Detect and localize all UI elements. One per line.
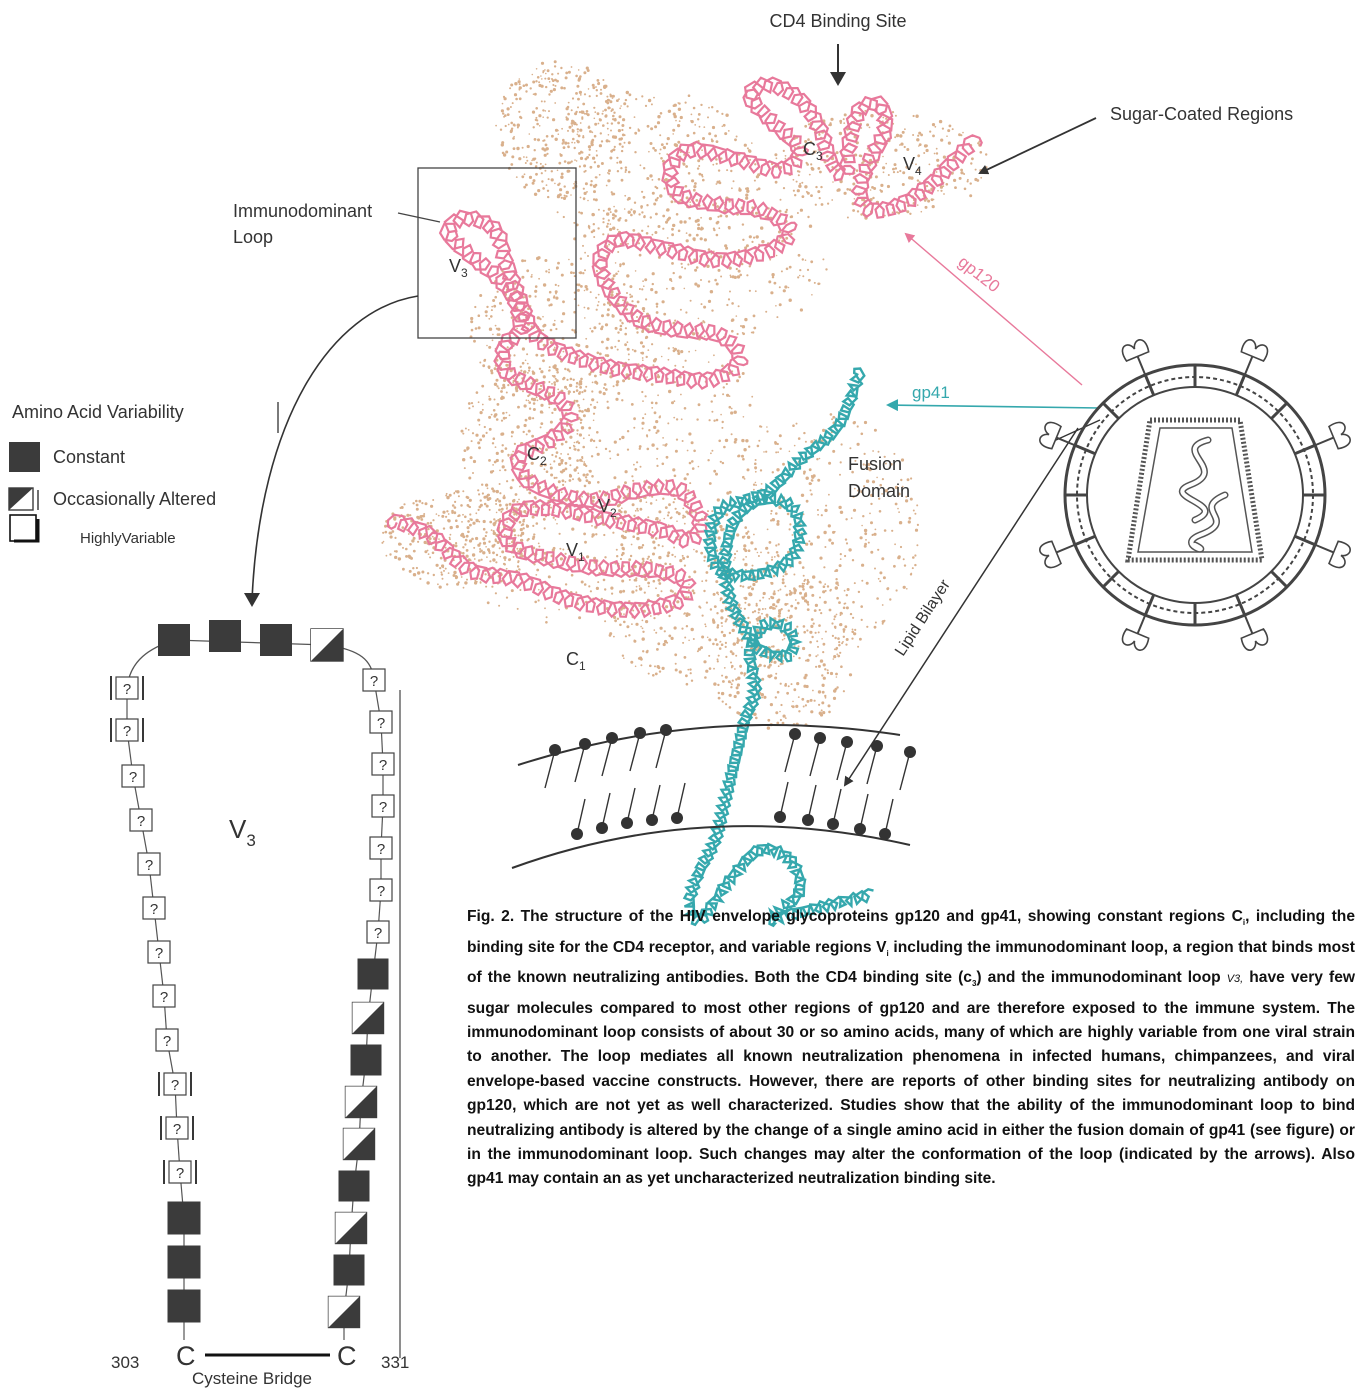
svg-text:?: ? (160, 989, 168, 1006)
svg-text:?: ? (171, 1077, 179, 1094)
residue-constant (168, 1202, 201, 1235)
fusion-domain-label: Fusion Domain (848, 454, 910, 501)
v3-loop-title: V3 (229, 814, 256, 850)
residue-occasional (336, 1213, 367, 1244)
svg-text:?: ? (129, 769, 137, 786)
gp41-protein-coil (685, 369, 874, 926)
residue-constant (209, 620, 241, 652)
v3-loop-detail: V3 ??????????????????? C C 303 331 Cyste… (111, 620, 409, 1388)
residue-constant (351, 1045, 382, 1076)
legend-occasional-swatch (9, 488, 38, 510)
svg-text:?: ? (379, 757, 387, 774)
residue-variable: ? (156, 1029, 178, 1051)
arrow-icon (906, 234, 1082, 385)
svg-text:?: ? (163, 1033, 171, 1050)
arrow-down-icon (830, 72, 846, 86)
residue-variable: ? (363, 669, 385, 691)
residue-variable: ? (370, 711, 392, 733)
svg-text:?: ? (379, 799, 387, 816)
svg-text:?: ? (123, 723, 131, 740)
arrow-icon (888, 405, 1100, 408)
end-residue-number: 331 (381, 1353, 409, 1372)
sugar-coated-regions-label: Sugar-Coated Regions (1110, 104, 1293, 124)
residue-variable: ? (116, 719, 138, 741)
svg-text:?: ? (377, 841, 385, 858)
residue-occasional (353, 1003, 384, 1034)
start-residue-number: 303 (111, 1353, 139, 1372)
svg-text:?: ? (150, 901, 158, 918)
residue-constant (334, 1255, 365, 1286)
figure-caption: Fig. 2. The structure of the HIV envelop… (467, 905, 1355, 1389)
residue-variable: ? (130, 809, 152, 831)
residue-variable: ? (169, 1161, 191, 1183)
legend-constant-label: Constant (53, 447, 125, 467)
svg-text:?: ? (377, 715, 385, 732)
gp120-label: gp120 (955, 252, 1004, 296)
residue-constant (168, 1246, 201, 1279)
residue-constant (339, 1171, 370, 1202)
svg-text:?: ? (137, 813, 145, 830)
cd4-binding-site-label: CD4 Binding Site (769, 11, 906, 31)
residue-variable: ? (143, 897, 165, 919)
cysteine-right: C (337, 1341, 357, 1371)
gp120-protein-coil (388, 78, 982, 618)
svg-text:?: ? (155, 945, 163, 962)
residue-variable: ? (370, 837, 392, 859)
svg-text:?: ? (377, 883, 385, 900)
immunodominant-loop-label: Immunodominant Loop (233, 201, 377, 247)
residue-occasional (329, 1297, 360, 1328)
residue-variable: ? (148, 941, 170, 963)
residue-variable: ? (138, 853, 160, 875)
residue-constant (358, 959, 389, 990)
residue-variable: ? (367, 921, 389, 943)
svg-text:?: ? (145, 857, 153, 874)
legend-constant-swatch (9, 442, 40, 472)
residue-variable: ? (372, 753, 394, 775)
arrow-icon (252, 296, 418, 600)
residue-variable: ? (122, 765, 144, 787)
virion-icon (1038, 338, 1352, 652)
svg-text:?: ? (374, 925, 382, 942)
residue-variable: ? (372, 795, 394, 817)
svg-text:?: ? (370, 673, 378, 690)
legend-variable-label: HighlyVariable (80, 530, 176, 547)
cysteine-left: C (176, 1341, 196, 1371)
lipid-bilayer-label: Lipid Bilayer (892, 576, 954, 659)
residue-constant (168, 1290, 201, 1323)
legend-title: Amino Acid Variability (12, 402, 184, 422)
residue-variable: ? (116, 677, 138, 699)
residue-occasional (346, 1087, 377, 1118)
svg-text:?: ? (173, 1121, 181, 1138)
legend-occasional-label: Occasionally Altered (53, 489, 216, 509)
gp41-label: gp41 (912, 383, 950, 402)
residue-variable: ? (166, 1117, 188, 1139)
variability-legend: Amino Acid Variability Constant Occasion… (9, 402, 216, 547)
region-v4-label: V4 (903, 154, 922, 178)
residue-occasional (344, 1129, 375, 1160)
region-c1-label: C1 (566, 649, 586, 673)
arrow-down-icon (244, 593, 260, 607)
svg-text:?: ? (123, 681, 131, 698)
svg-text:?: ? (176, 1165, 184, 1182)
legend-variable-swatch (10, 515, 38, 541)
residue-variable: ? (164, 1073, 186, 1095)
residue-variable: ? (370, 879, 392, 901)
residue-constant (260, 624, 292, 656)
residue-variable: ? (153, 985, 175, 1007)
cysteine-bridge-label: Cysteine Bridge (192, 1369, 312, 1388)
residue-constant (158, 624, 190, 656)
residue-occasional (311, 629, 343, 661)
arrow-icon (980, 118, 1096, 173)
